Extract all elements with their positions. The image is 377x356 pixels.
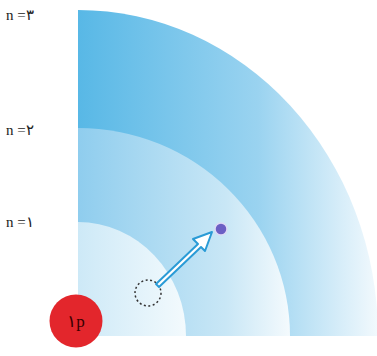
electron (215, 223, 227, 235)
shell-2 (78, 128, 290, 336)
shell-3 (78, 10, 377, 336)
level-label: n =۱ (6, 215, 34, 230)
jump-arrow (156, 232, 212, 287)
proton: ۱p (49, 294, 103, 348)
proton-label: ۱p (49, 294, 103, 348)
level-label: n =۲ (6, 123, 34, 138)
level-label: n =۳ (6, 8, 34, 23)
proton-fill (50, 295, 103, 348)
